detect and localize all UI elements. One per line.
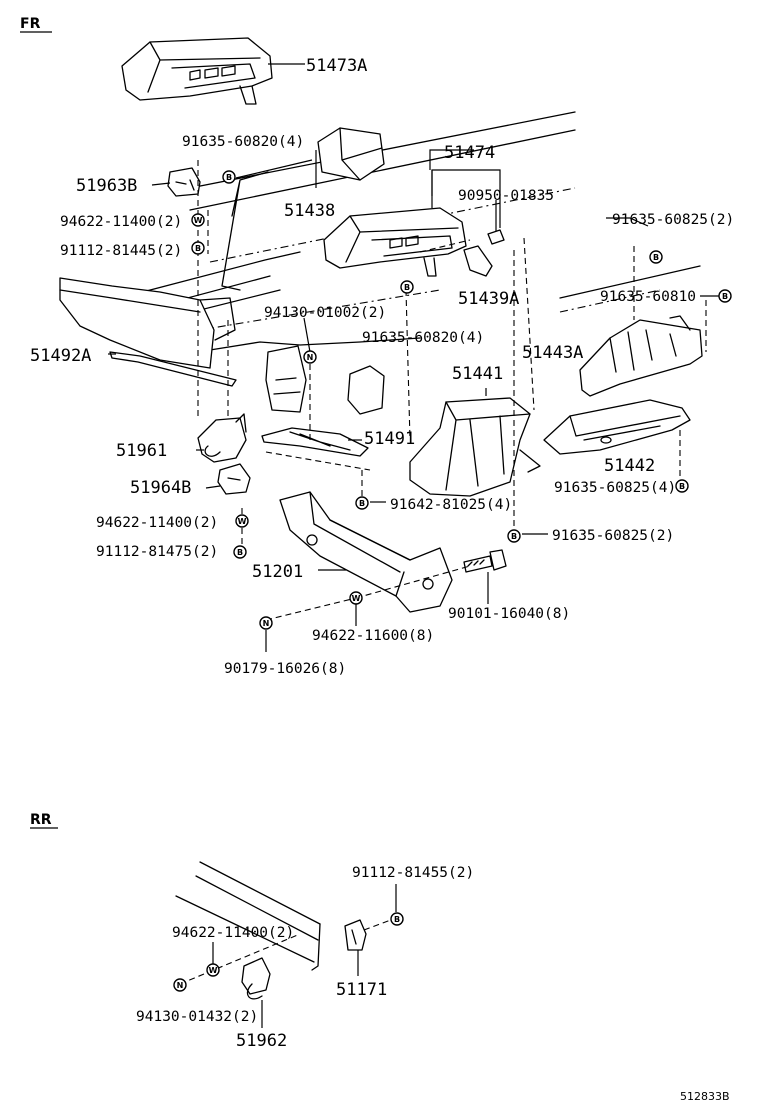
bolt-symbol-91642-81025: B (355, 496, 369, 510)
washer-symbol-94622-11600: W (349, 591, 363, 605)
frame-rails-drawing (59, 111, 701, 369)
svg-text:N: N (263, 619, 270, 628)
washer-symbol-94622-a: W (191, 213, 205, 227)
svg-text:B: B (359, 499, 365, 508)
svg-text:B: B (226, 173, 232, 182)
label-91635-60810: 91635-60810 (600, 289, 696, 305)
label-91635-60825-b: 91635-60825(4) (554, 480, 676, 496)
svg-text:B: B (722, 292, 728, 301)
svg-text:B: B (511, 532, 517, 541)
tow-hook-51961-drawing (197, 413, 247, 463)
washer-symbol-94622-b: W (235, 514, 249, 528)
label-51441: 51441 (452, 364, 503, 384)
label-51442: 51442 (604, 456, 655, 476)
svg-text:W: W (238, 517, 247, 526)
label-51492A: 51492A (30, 346, 91, 366)
label-91112-81475: 91112-81475(2) (96, 544, 218, 560)
bolt-symbol-91635-60820-a: B (222, 170, 236, 184)
leader-lines-rear (179, 884, 397, 1028)
bolt-symbol-91635-60820-b: B (400, 280, 414, 294)
label-91635-60820-b: 91635-60820(4) (362, 330, 484, 346)
cover-51442-drawing (543, 399, 691, 455)
svg-text:B: B (195, 244, 201, 253)
clip-symbol-90950 (487, 229, 505, 245)
nut-symbol-94130-01002: N (303, 350, 317, 364)
bolt-symbol-91635-60825-c: B (507, 529, 521, 543)
section-rear-label: RR (30, 812, 52, 828)
label-94130-01432: 94130-01432(2) (136, 1009, 258, 1025)
crossmember-51201-drawing (279, 491, 453, 613)
washer-symbol-94622-c: W (206, 963, 220, 977)
label-90101-16040: 90101-16040(8) (448, 606, 570, 622)
label-51443A: 51443A (522, 343, 583, 363)
mount-right-drawing (347, 365, 385, 415)
bracket-51963B-drawing (167, 167, 201, 197)
label-91112-81455: 91112-81455(2) (352, 865, 474, 881)
label-51963B: 51963B (76, 176, 137, 196)
bolt-symbol-91635-60810: B (718, 289, 732, 303)
bolt-symbol-91112-81445: B (191, 241, 205, 255)
bracket-51441-drawing (409, 397, 541, 497)
label-94622-11600: 94622-11600(8) (312, 628, 434, 644)
label-51171: 51171 (336, 980, 387, 1000)
svg-text:W: W (352, 594, 361, 603)
label-94622-11400-b: 94622-11400(2) (96, 515, 218, 531)
svg-text:B: B (653, 253, 659, 262)
svg-text:B: B (237, 548, 243, 557)
label-51491: 51491 (364, 429, 415, 449)
label-51473A: 51473A (306, 56, 367, 76)
label-51961: 51961 (116, 441, 167, 461)
svg-text:W: W (194, 216, 203, 225)
label-51962: 51962 (236, 1031, 287, 1051)
svg-text:B: B (394, 915, 400, 924)
bolt-symbol-91112-81455: B (390, 912, 404, 926)
svg-text:B: B (404, 283, 410, 292)
label-91635-60820-a: 91635-60820(4) (182, 134, 304, 150)
bolt-symbol-91112-81475: B (233, 545, 247, 559)
bolt-symbol-91635-60825-a: B (649, 250, 663, 264)
label-94622-11400-a: 94622-11400(2) (60, 214, 182, 230)
rod-51492A-drawing (109, 351, 237, 387)
rear-frame-drawing (175, 861, 367, 971)
dashed-guides-front (197, 160, 707, 621)
label-91112-81445: 91112-81445(2) (60, 243, 182, 259)
svg-text:N: N (307, 353, 314, 362)
svg-text:N: N (177, 981, 184, 990)
plate-51491-drawing (261, 427, 369, 457)
bracket-51439A-drawing (463, 245, 493, 277)
bolt-symbol-91635-60825-b: B (675, 479, 689, 493)
label-51964B: 51964B (130, 478, 191, 498)
bracket-51474-drawing (323, 207, 467, 277)
label-90179-16026: 90179-16026(8) (224, 661, 346, 677)
label-90950-01835: 90950-01835 (458, 188, 554, 204)
label-91635-60825-a: 91635-60825(2) (612, 212, 734, 228)
svg-text:W: W (209, 966, 218, 975)
label-91635-60825-c: 91635-60825(2) (552, 528, 674, 544)
diagram-id: 512833B (680, 1090, 730, 1103)
shield-51443A-drawing (579, 315, 703, 397)
rear-hook-51962-drawing (241, 957, 271, 1000)
bolt-90101-drawing (463, 549, 507, 573)
label-91642-81025: 91642-81025(4) (390, 497, 512, 513)
label-51474: 51474 (444, 143, 495, 163)
label-51201: 51201 (252, 562, 303, 582)
section-front-label: FR (20, 16, 41, 32)
label-94622-11400-c: 94622-11400(2) (172, 925, 294, 941)
nut-symbol-94130-01432: N (173, 978, 187, 992)
svg-text:B: B (679, 482, 685, 491)
label-51438: 51438 (284, 201, 335, 221)
bracket-51473A-drawing (121, 37, 273, 105)
label-51439A: 51439A (458, 289, 519, 309)
nut-symbol-90179: N (259, 616, 273, 630)
label-94130-01002: 94130-01002(2) (264, 305, 386, 321)
